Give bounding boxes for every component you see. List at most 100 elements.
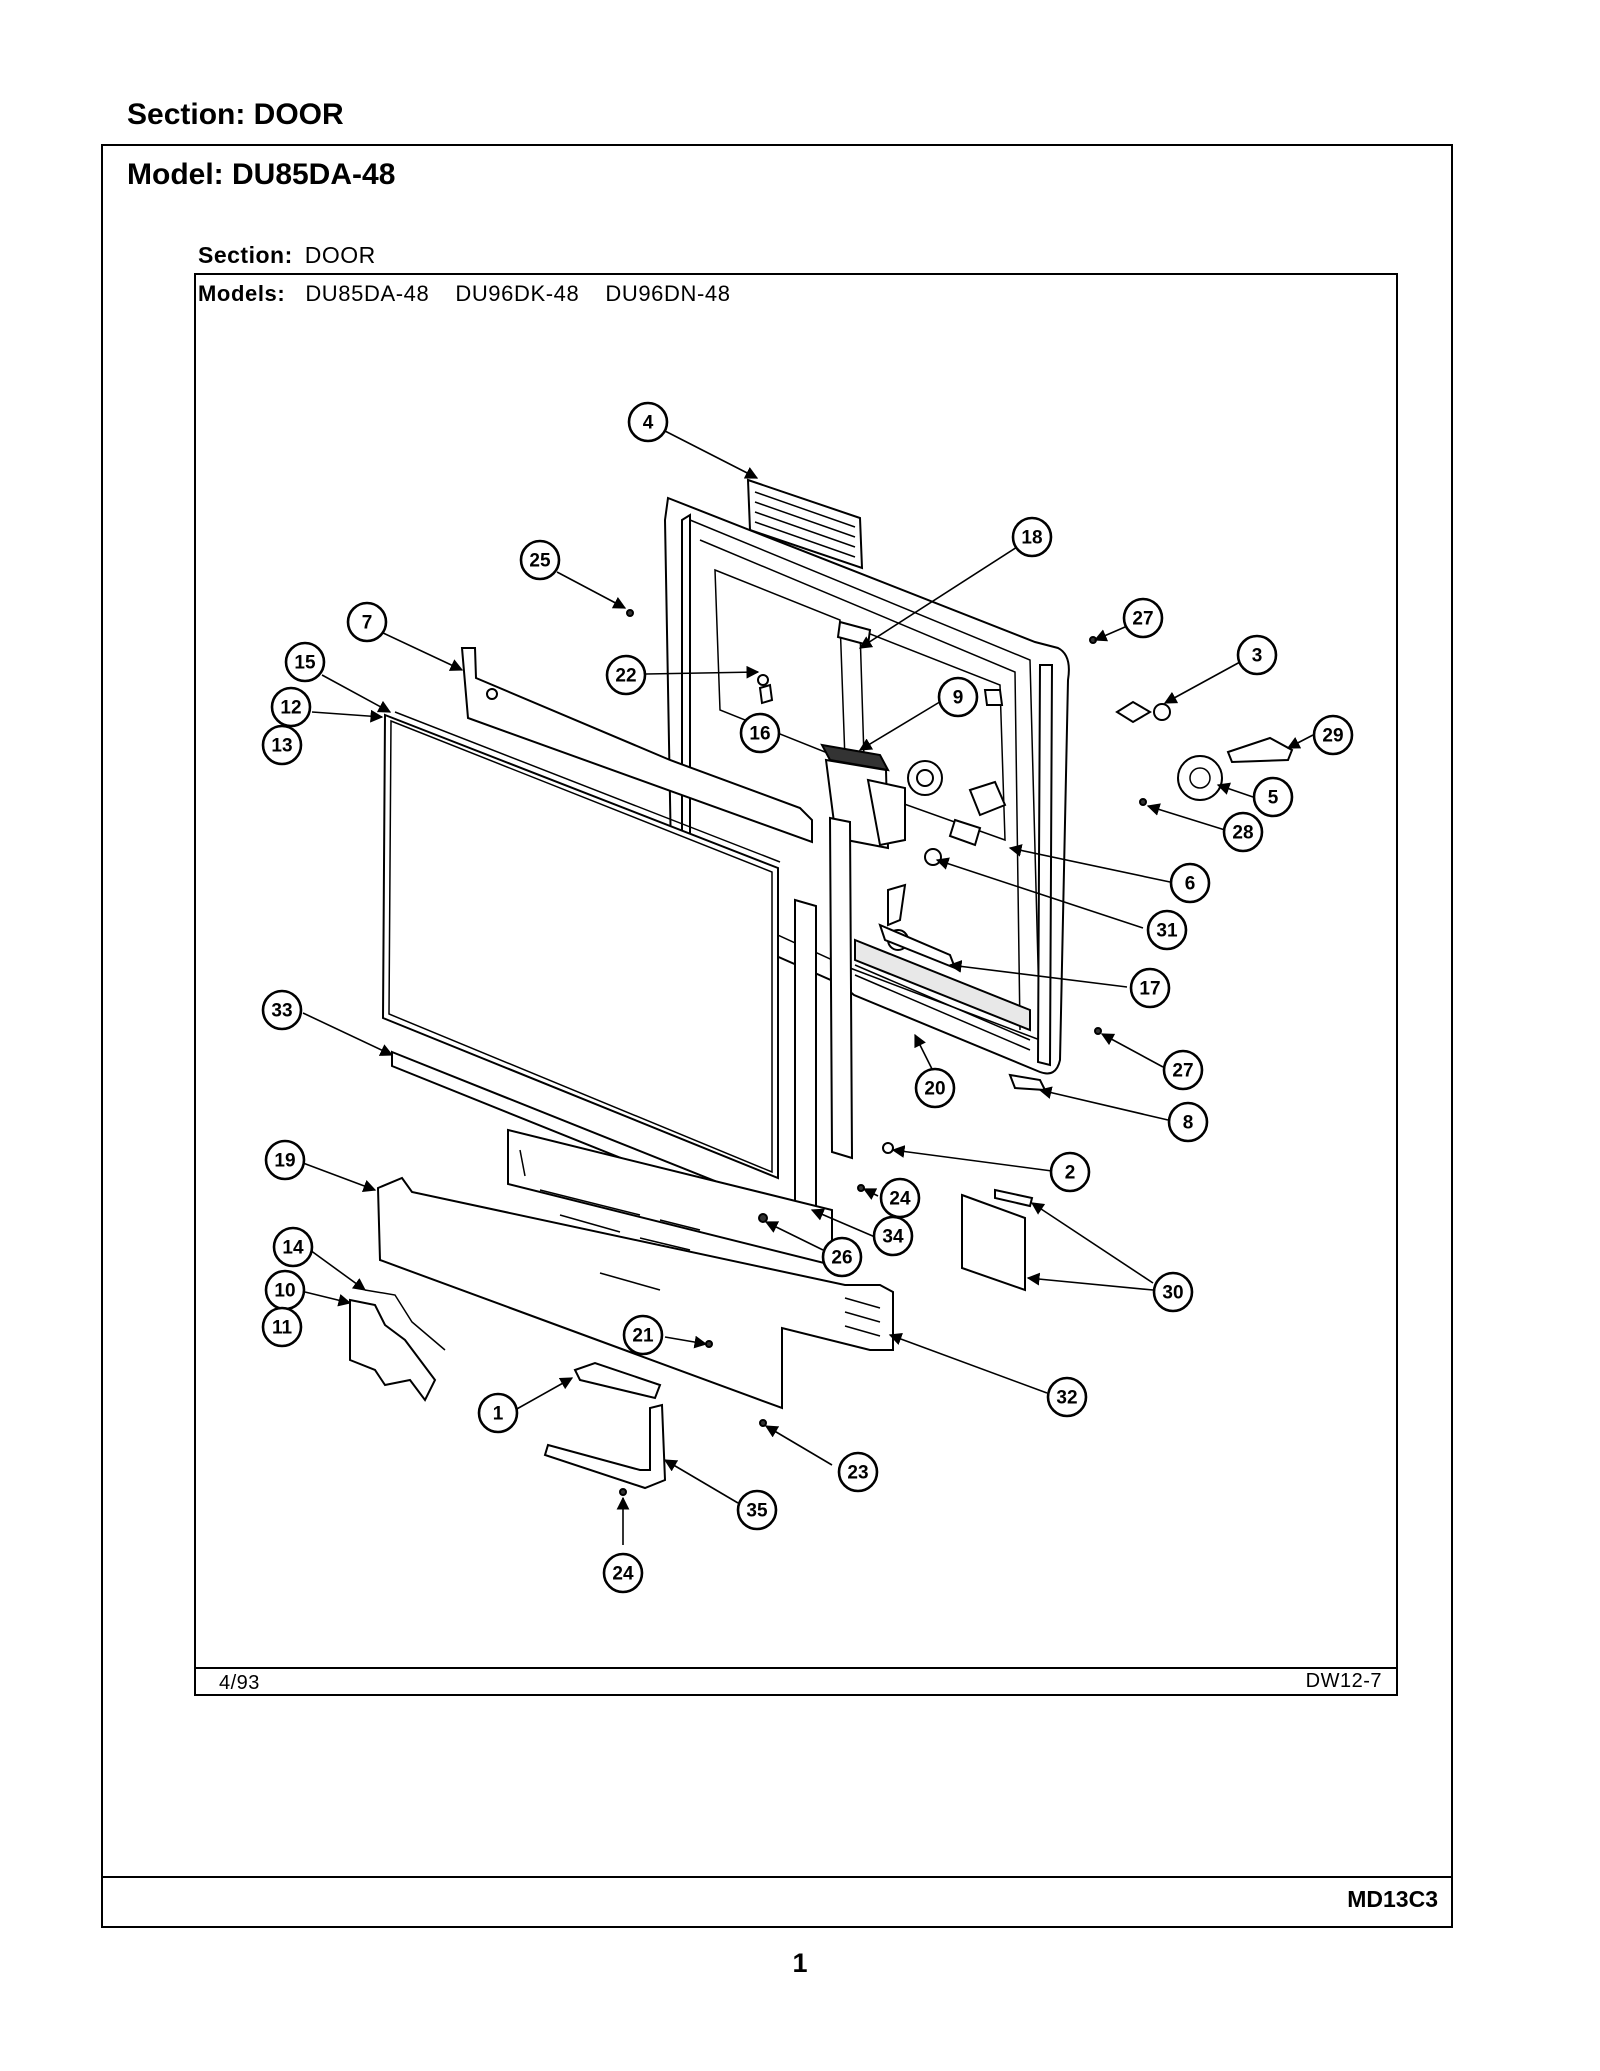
hinge-bracket-part-7 xyxy=(460,647,813,844)
callout-22: 22 xyxy=(605,654,647,696)
insulation-part-14 xyxy=(349,1289,446,1402)
vent-part-4 xyxy=(746,478,864,570)
svg-text:25: 25 xyxy=(529,551,551,572)
svg-text:22: 22 xyxy=(615,666,636,687)
svg-text:7: 7 xyxy=(362,613,373,634)
callout-26: 26 xyxy=(821,1236,863,1278)
inner-diagram-frame xyxy=(194,273,1398,1696)
callout-11: 11 xyxy=(261,1306,303,1348)
outer-footer-divider xyxy=(101,1876,1453,1878)
model-number: DU96DN-48 xyxy=(605,281,731,306)
svg-text:23: 23 xyxy=(847,1463,868,1484)
bracket-part-1 xyxy=(573,1361,662,1400)
svg-text:35: 35 xyxy=(746,1501,768,1522)
callout-12: 12 xyxy=(270,686,312,728)
svg-text:2: 2 xyxy=(1065,1163,1076,1184)
callout-23: 23 xyxy=(837,1451,879,1493)
callout-28: 28 xyxy=(1222,811,1264,853)
svg-text:14: 14 xyxy=(282,1238,304,1259)
inner-section-label: Section: xyxy=(198,242,293,268)
callout-15: 15 xyxy=(284,641,326,683)
svg-text:26: 26 xyxy=(831,1248,852,1269)
svg-text:16: 16 xyxy=(749,724,770,745)
svg-text:6: 6 xyxy=(1185,874,1196,895)
svg-text:21: 21 xyxy=(632,1326,654,1347)
callout-29: 29 xyxy=(1312,714,1354,756)
callout-8: 8 xyxy=(1167,1101,1209,1143)
callout-33: 33 xyxy=(261,989,303,1031)
inner-footer-divider xyxy=(194,1667,1398,1669)
callout-24: 24 xyxy=(879,1177,921,1219)
svg-text:24: 24 xyxy=(889,1189,911,1210)
callout-9: 9 xyxy=(937,676,979,718)
svg-text:31: 31 xyxy=(1156,921,1178,942)
callout-7: 7 xyxy=(346,601,388,643)
rinse-aid-part xyxy=(907,760,1007,847)
inner-models-line: Models: DU85DA-48 DU96DK-48 DU96DN-48 xyxy=(198,281,757,307)
svg-text:28: 28 xyxy=(1232,823,1253,844)
svg-text:33: 33 xyxy=(271,1001,292,1022)
callout-27: 27 xyxy=(1122,597,1164,639)
callout-21: 21 xyxy=(622,1314,664,1356)
svg-text:15: 15 xyxy=(294,653,316,674)
svg-text:32: 32 xyxy=(1056,1388,1077,1409)
model-number: DU85DA-48 xyxy=(305,281,430,306)
svg-text:1: 1 xyxy=(493,1404,504,1425)
svg-text:5: 5 xyxy=(1268,788,1279,809)
callout-13: 13 xyxy=(261,724,303,766)
svg-text:8: 8 xyxy=(1183,1113,1194,1134)
callout-19: 19 xyxy=(264,1139,306,1181)
svg-text:13: 13 xyxy=(271,736,292,757)
callout-18: 18 xyxy=(1011,516,1053,558)
callout-5: 5 xyxy=(1252,776,1294,818)
svg-text:19: 19 xyxy=(274,1151,295,1172)
model-number: DU96DK-48 xyxy=(455,281,580,306)
callout-16: 16 xyxy=(739,712,781,754)
svg-text:10: 10 xyxy=(274,1281,295,1302)
svg-text:9: 9 xyxy=(953,688,964,709)
callout-20: 20 xyxy=(914,1067,956,1109)
toe-panel-part-32 xyxy=(376,1176,894,1410)
svg-text:18: 18 xyxy=(1021,528,1042,549)
callout-27-b: 27 xyxy=(1162,1049,1204,1091)
outer-frame xyxy=(101,144,1453,1928)
inner-date: 4/93 xyxy=(219,1672,260,1694)
svg-text:12: 12 xyxy=(280,698,301,719)
screw-hardware xyxy=(619,609,1294,1496)
outer-door-panel xyxy=(381,711,781,1180)
bracket-part-35 xyxy=(543,1403,667,1490)
callout-2: 2 xyxy=(1049,1151,1091,1193)
svg-text:3: 3 xyxy=(1252,646,1263,667)
callout-35: 35 xyxy=(736,1489,778,1531)
svg-text:4: 4 xyxy=(643,413,654,434)
callout-34: 34 xyxy=(872,1215,914,1257)
callout-6: 6 xyxy=(1169,862,1211,904)
section-title: Section: DOOR xyxy=(127,98,344,131)
callout-32: 32 xyxy=(1046,1376,1088,1418)
callout-3: 3 xyxy=(1236,634,1278,676)
svg-text:24: 24 xyxy=(612,1564,634,1585)
callout-31: 31 xyxy=(1146,909,1188,951)
svg-text:11: 11 xyxy=(272,1318,293,1339)
svg-text:30: 30 xyxy=(1162,1283,1183,1304)
svg-text:20: 20 xyxy=(924,1079,945,1100)
callout-14: 14 xyxy=(272,1226,314,1268)
leader-lines xyxy=(302,430,1314,1545)
panel-part-30 xyxy=(961,1188,1034,1292)
callout-1: 1 xyxy=(477,1392,519,1434)
inner-section-line: Section:DOOR xyxy=(198,242,376,269)
side-strip-part-34 xyxy=(794,816,854,1217)
callout-10: 10 xyxy=(264,1269,306,1311)
inner-models-label: Models: xyxy=(198,281,286,306)
callout-25: 25 xyxy=(519,539,561,581)
callout-4: 4 xyxy=(627,401,669,443)
callout-30: 30 xyxy=(1152,1271,1194,1313)
callout-24-b: 24 xyxy=(602,1552,644,1594)
svg-text:27: 27 xyxy=(1172,1061,1193,1082)
page-number: 1 xyxy=(792,1948,808,1978)
svg-text:27: 27 xyxy=(1132,609,1153,630)
model-title: Model: DU85DA-48 xyxy=(127,158,396,191)
svg-text:34: 34 xyxy=(882,1227,904,1248)
callout-17: 17 xyxy=(1129,967,1171,1009)
